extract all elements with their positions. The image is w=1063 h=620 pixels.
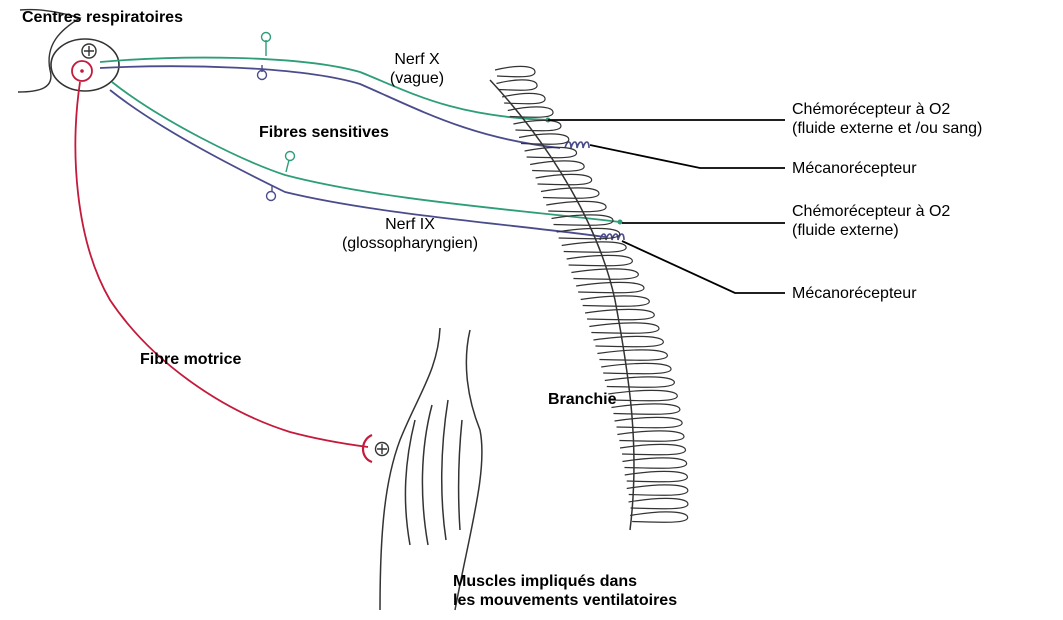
label-chemo1-line2: (fluide externe et /ou sang) xyxy=(792,119,982,138)
label-chemo2-line2: (fluide externe) xyxy=(792,221,950,240)
label-chemorecepteur-1: Chémorécepteur à O2 (fluide externe et /… xyxy=(792,100,982,138)
label-nerf-ix-line1: Nerf IX xyxy=(310,215,510,234)
ganglion-stalk xyxy=(286,160,289,172)
label-fibre-motrice: Fibre motrice xyxy=(140,350,241,369)
gill-filament xyxy=(541,188,599,198)
gill-filaments xyxy=(495,66,688,522)
gill-filament xyxy=(589,323,659,333)
gill-filament xyxy=(622,458,686,468)
gill-filament xyxy=(597,350,667,360)
gill-filament xyxy=(629,498,688,508)
gill-filament xyxy=(495,66,535,76)
gill-filament xyxy=(571,269,638,279)
gill-filament xyxy=(562,242,627,252)
label-branchie: Branchie xyxy=(548,390,616,409)
label-nerf-ix: Nerf IX (glossopharyngien) xyxy=(310,215,510,253)
label-centres-respiratoires: Centres respiratoires xyxy=(22,8,183,27)
gill-filament xyxy=(615,417,683,427)
gill-filament xyxy=(576,282,644,292)
gill-filament xyxy=(593,336,663,346)
label-mecanorecepteur-1: Mécanorécepteur xyxy=(792,159,917,178)
ganglion-cell-blue xyxy=(267,192,276,201)
label-nerf-x-line2: (vague) xyxy=(372,69,462,88)
motor-end-plate xyxy=(363,435,372,462)
muscle-fibre xyxy=(405,420,415,545)
muscle-drawing xyxy=(380,328,482,610)
label-fibres-sensitives: Fibres sensitives xyxy=(259,123,389,142)
label-chemo1-line1: Chémorécepteur à O2 xyxy=(792,100,982,119)
leader-mecano2 xyxy=(622,241,785,293)
gill-filament xyxy=(496,80,537,90)
label-nerf-ix-line2: (glossopharyngien) xyxy=(310,234,510,253)
nerf-ix-green-fibre xyxy=(112,82,620,222)
gill-filament xyxy=(513,120,561,130)
muscle-fibre xyxy=(442,400,448,540)
gill-filament xyxy=(627,485,688,495)
muscle-fibre xyxy=(422,405,432,545)
gill-filament xyxy=(546,201,606,211)
gill-filament xyxy=(601,363,671,373)
gill-filament xyxy=(630,512,688,522)
gill-filament xyxy=(608,390,677,400)
label-mecanorecepteur-2: Mécanorécepteur xyxy=(792,284,917,303)
label-muscles-line2: les mouvements ventilatoires xyxy=(453,591,677,610)
chemoreceptor-dot xyxy=(618,220,623,225)
label-chemo2-line1: Chémorécepteur à O2 xyxy=(792,202,950,221)
mechanoreceptor-coil xyxy=(565,142,589,148)
plus-sign-icon xyxy=(84,46,94,56)
label-chemorecepteur-2: Chémorécepteur à O2 (fluide externe) xyxy=(792,202,950,240)
gill-filament xyxy=(502,93,545,103)
motor-neuron-nucleus xyxy=(80,69,84,73)
respiratory-centre-outline xyxy=(51,39,119,91)
label-muscles: Muscles impliqués dans les mouvements ve… xyxy=(453,572,677,610)
label-muscles-line1: Muscles impliqués dans xyxy=(453,572,677,591)
gill-filament xyxy=(620,444,685,454)
gill-filament xyxy=(605,377,675,387)
label-nerf-x: Nerf X (vague) xyxy=(372,50,462,88)
gill-filament xyxy=(611,404,679,414)
gill-filament xyxy=(617,431,684,441)
muscle-fibre xyxy=(459,420,462,530)
gill-filament xyxy=(585,309,654,319)
muscle-outline-left xyxy=(380,328,440,610)
plus-sign-icon xyxy=(377,444,387,454)
label-nerf-x-line1: Nerf X xyxy=(372,50,462,69)
gill-filament xyxy=(567,255,633,265)
ganglion-cell-green xyxy=(286,152,295,161)
leader-mecano1 xyxy=(590,145,785,168)
